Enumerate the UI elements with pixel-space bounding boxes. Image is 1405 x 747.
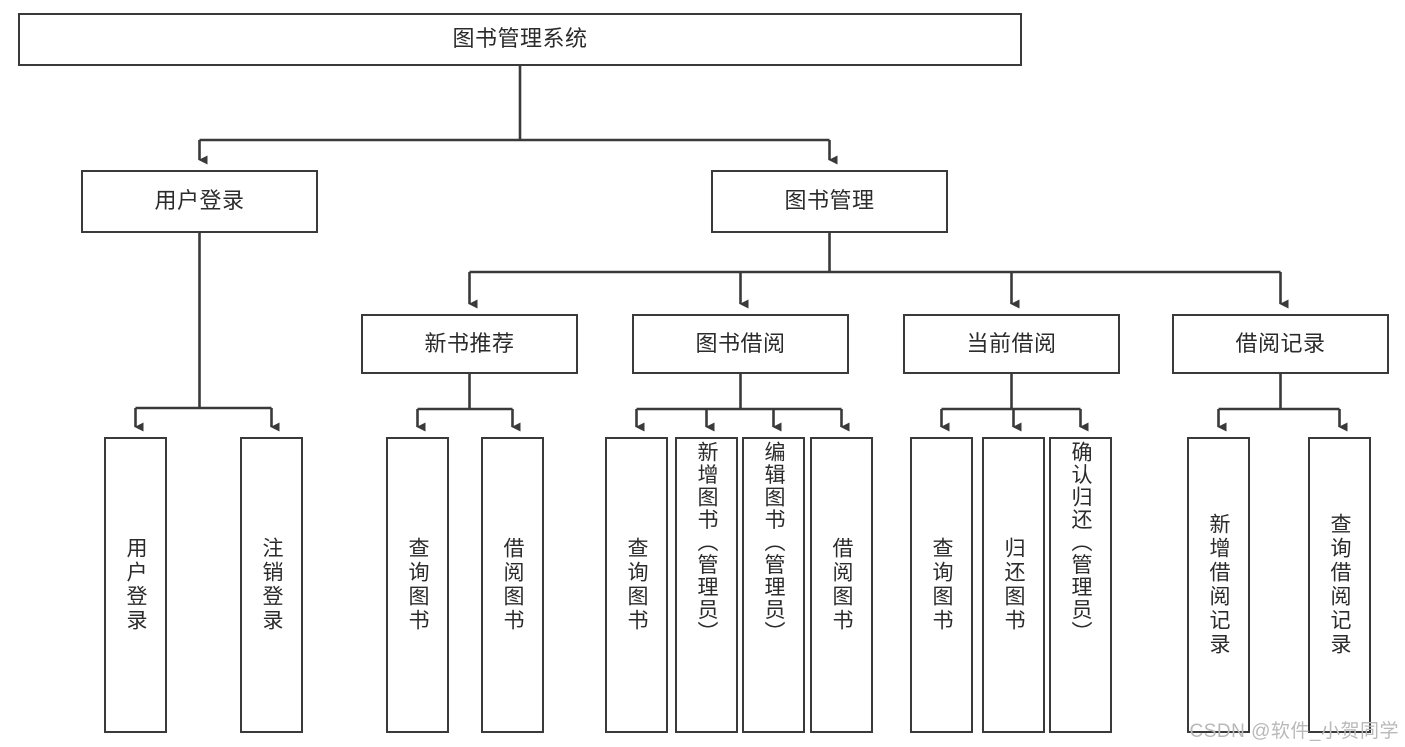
node-leaf-4[interactable]: 查询图书: [605, 437, 668, 733]
node-label: 新增借阅记录: [1207, 513, 1230, 657]
node-leaf-10[interactable]: 确认归还（管理员）: [1049, 437, 1112, 733]
node-leaf-5[interactable]: 新增图书（管理员）: [675, 437, 738, 733]
node-leaf-7[interactable]: 借阅图书: [810, 437, 873, 733]
node-level2-0[interactable]: 用户登录: [81, 170, 318, 233]
node-label: 查询借阅记录: [1328, 513, 1351, 657]
node-label: 图书借阅: [695, 330, 786, 356]
node-leaf-8[interactable]: 查询图书: [910, 437, 973, 733]
node-label: 借阅图书: [830, 537, 853, 633]
node-level3-0[interactable]: 新书推荐: [361, 314, 578, 374]
node-level3-1[interactable]: 图书借阅: [632, 314, 849, 374]
node-leaf-0[interactable]: 用户登录: [104, 437, 167, 733]
node-leaf-1[interactable]: 注销登录: [240, 437, 303, 733]
node-leaf-3[interactable]: 借阅图书: [481, 437, 544, 733]
node-label: 查询图书: [625, 537, 648, 633]
node-leaf-6[interactable]: 编辑图书（管理员）: [742, 437, 805, 733]
node-label: 归还图书: [1002, 537, 1025, 633]
node-label: 图书管理: [784, 188, 875, 214]
node-leaf-9[interactable]: 归还图书: [982, 437, 1045, 733]
node-label: 图书管理系统: [452, 26, 588, 52]
node-label: 用户登录: [124, 537, 147, 633]
node-label: 用户登录: [154, 188, 245, 214]
csdn-watermark: CSDN @软件_小贺同学: [1189, 721, 1399, 742]
node-label: 当前借阅: [966, 330, 1057, 356]
node-label: 新增图书（管理员）: [695, 441, 718, 644]
node-label: 借阅记录: [1235, 330, 1326, 356]
node-level3-3[interactable]: 借阅记录: [1172, 314, 1389, 374]
node-leaf-2[interactable]: 查询图书: [386, 437, 449, 733]
node-leaf-11[interactable]: 新增借阅记录: [1187, 437, 1250, 733]
node-leaf-12[interactable]: 查询借阅记录: [1308, 437, 1371, 733]
node-label: 注销登录: [260, 537, 283, 633]
node-label: 查询图书: [930, 537, 953, 633]
node-level2-1[interactable]: 图书管理: [711, 170, 948, 233]
node-label: 查询图书: [406, 537, 429, 633]
node-label: 借阅图书: [501, 537, 524, 633]
node-label: 确认归还（管理员）: [1069, 441, 1092, 644]
node-level3-2[interactable]: 当前借阅: [903, 314, 1120, 374]
node-label: 编辑图书（管理员）: [762, 441, 785, 644]
node-root[interactable]: 图书管理系统: [18, 13, 1022, 66]
node-label: 新书推荐: [424, 330, 515, 356]
